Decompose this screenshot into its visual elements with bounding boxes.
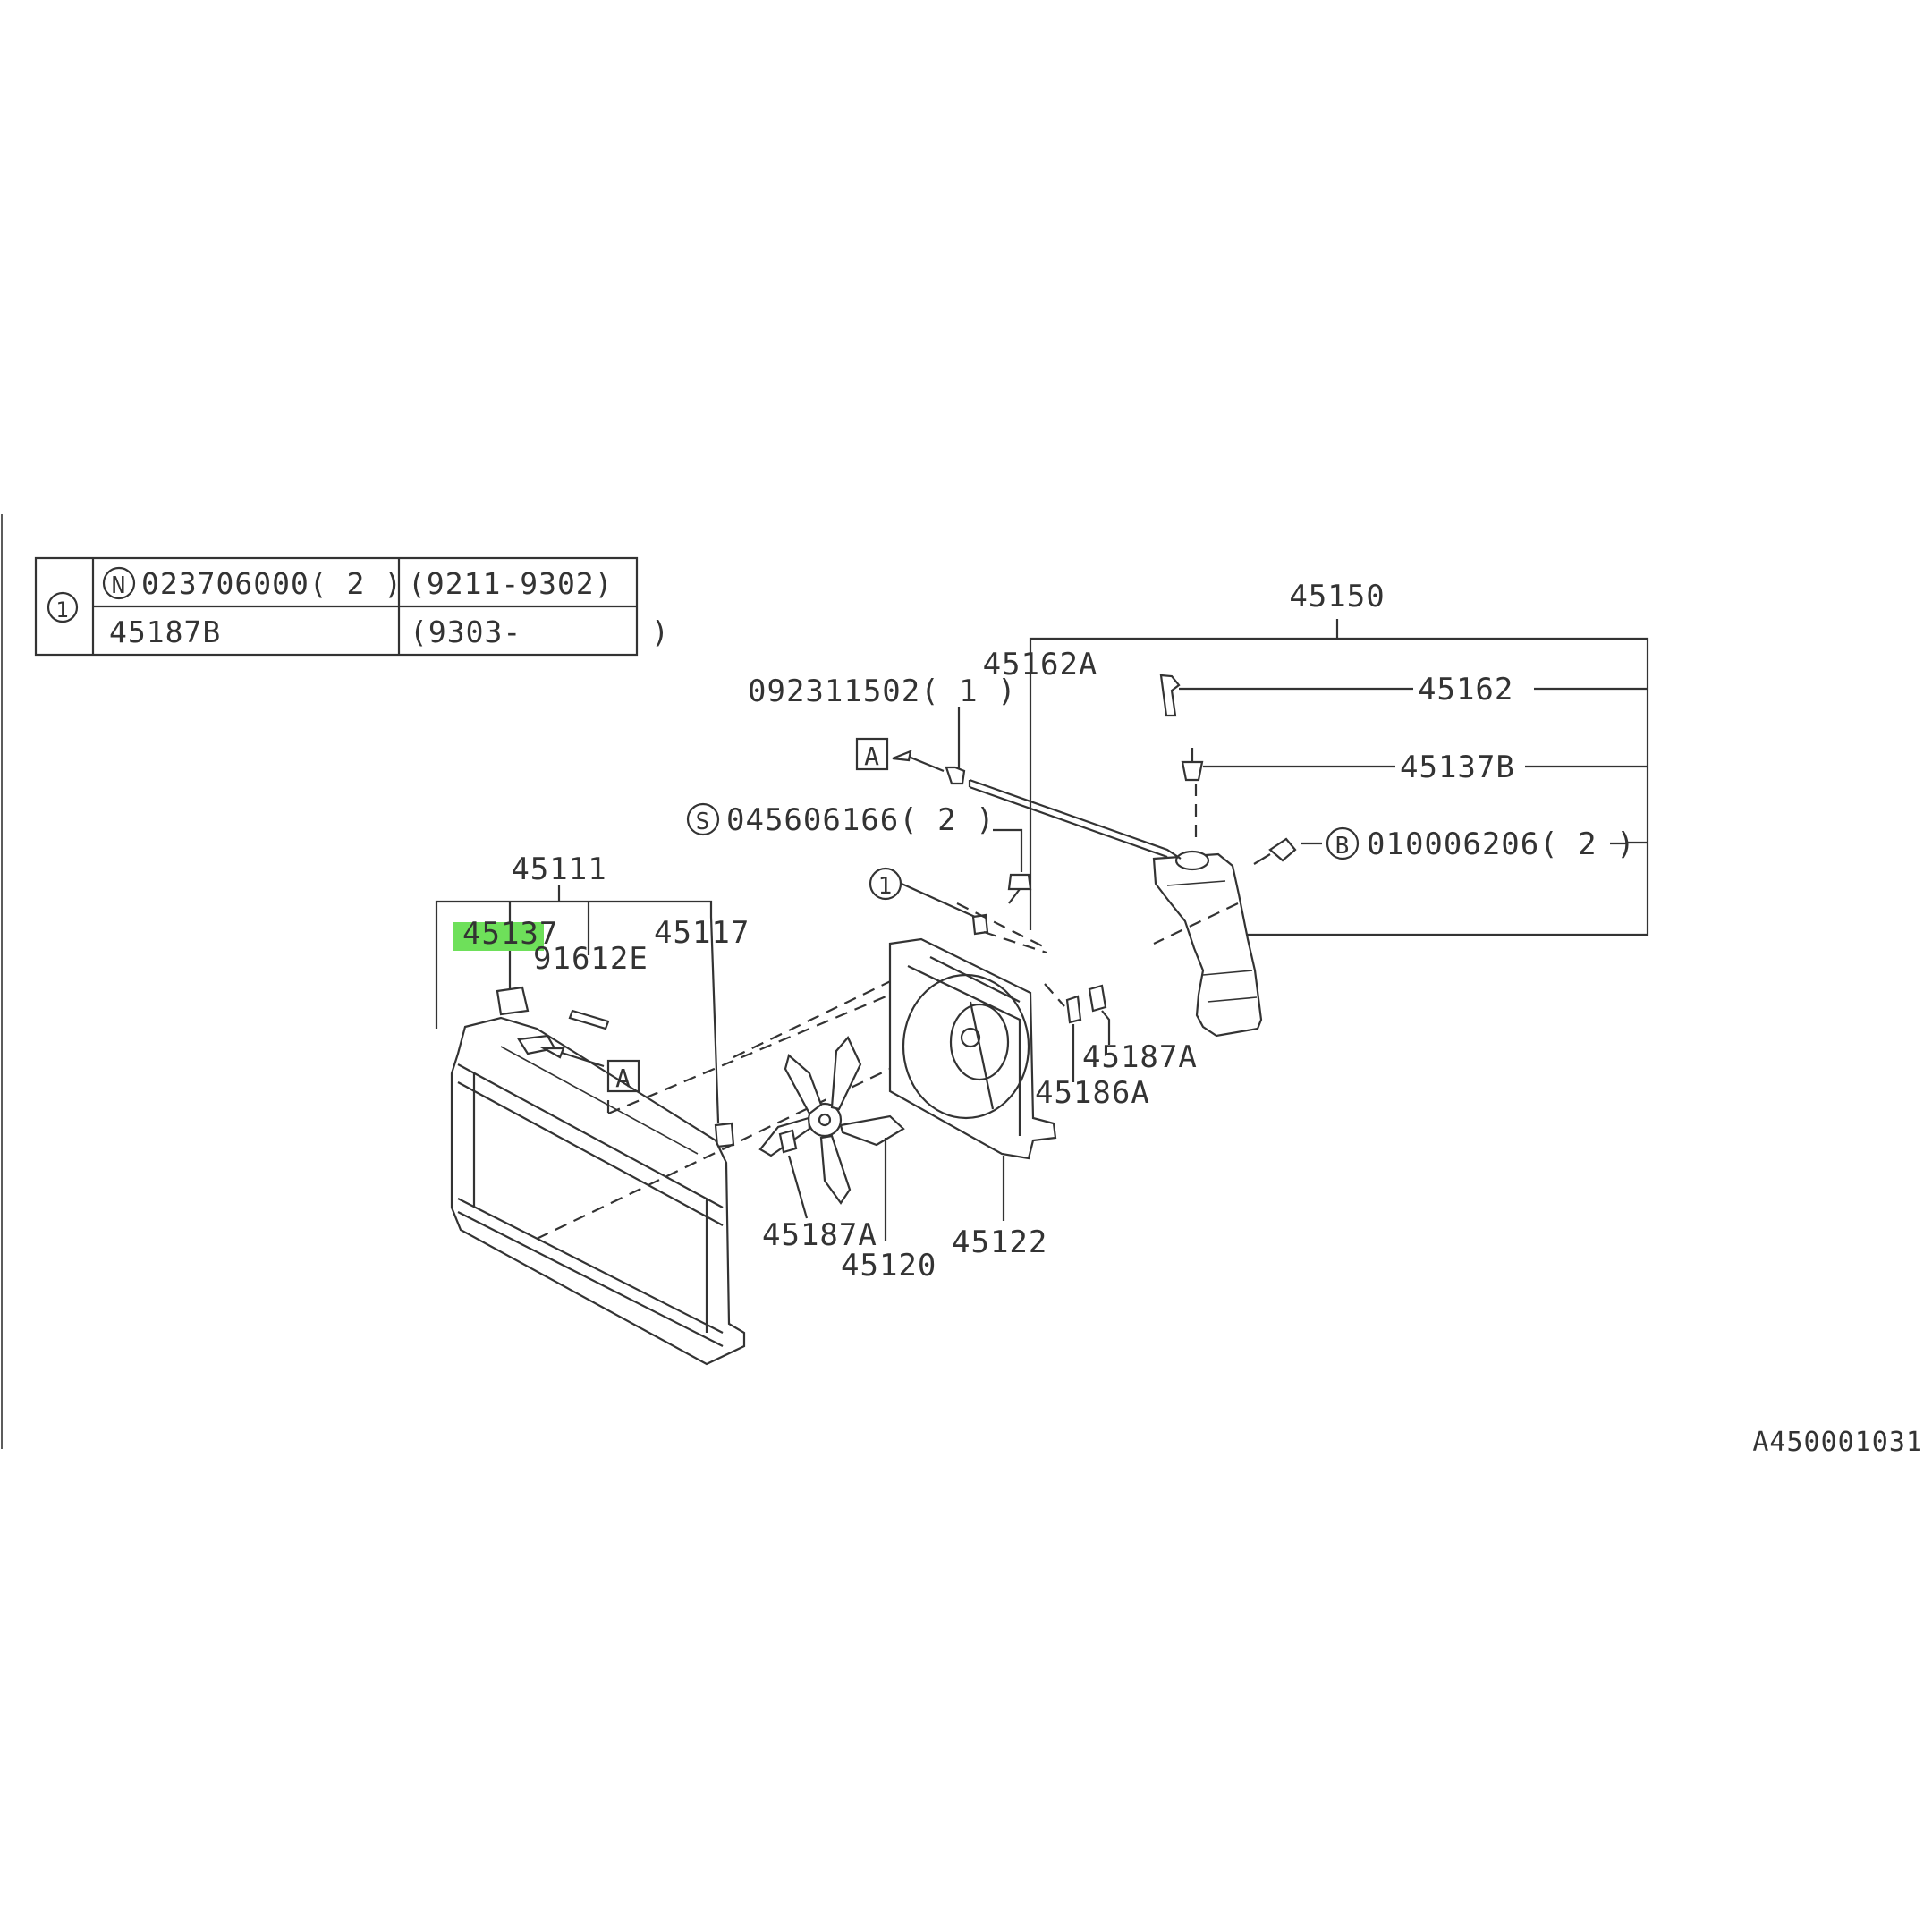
label-plate-91612e — [568, 1009, 610, 1030]
legend-table: 1 N 023706000( 2 ) (9211-9302) 45187B (9… — [34, 556, 670, 657]
badge-s: S — [696, 809, 711, 835]
reservoir-dash — [1153, 902, 1239, 945]
legend-period-row1: (9211-9302) — [408, 566, 614, 601]
legend-part-row2: 45187B — [109, 614, 221, 649]
figure-code: A450001031 — [1752, 1427, 1923, 1458]
bolt-010006206 — [1268, 837, 1297, 862]
nut-45187a-right — [1088, 984, 1107, 1013]
label-45162a: 45162A — [983, 647, 1098, 682]
label-092311502: 092311502( 1 ) — [748, 674, 1017, 709]
legend-ref-symbol: 1 — [55, 597, 69, 623]
arrow-a-top — [892, 750, 912, 762]
label-45120: 45120 — [841, 1248, 936, 1284]
bracket-45150 — [1029, 619, 1649, 936]
cap-45137b — [1181, 760, 1204, 782]
label-045606166: 045606166( 2 ) — [726, 802, 996, 838]
label-45117: 45117 — [654, 915, 750, 951]
ref-box-a-top — [855, 737, 889, 771]
clip-092311502 — [945, 766, 966, 785]
legend-trailing: ) — [651, 614, 670, 649]
badge-b-icon — [1326, 826, 1360, 860]
ref-1-fan: 1 — [878, 873, 894, 900]
ref-a-radiator: A — [615, 1063, 631, 1093]
label-45137b: 45137B — [1400, 750, 1515, 785]
bolt-045606166 — [1007, 873, 1032, 891]
leader-45117 — [709, 916, 720, 1123]
badge-s-icon — [686, 802, 720, 836]
label-45186a: 45186A — [1035, 1075, 1150, 1111]
label-45122: 45122 — [952, 1224, 1047, 1260]
label-45162: 45162 — [1418, 672, 1513, 708]
leader-45187a-left — [787, 1155, 809, 1219]
label-45187a-right: 45187A — [1082, 1039, 1198, 1075]
reservoir-tank — [1152, 850, 1263, 1038]
washer-45186a — [1065, 995, 1082, 1024]
ref-circle-1-fan-icon — [869, 867, 902, 901]
assembly-dash-top — [607, 991, 895, 1115]
nut-45187a-left — [778, 1129, 798, 1154]
label-45111: 45111 — [511, 852, 606, 887]
fan-shroud-45122 — [888, 937, 1057, 1160]
label-91612e: 91612E — [533, 941, 648, 977]
overflow-hose — [969, 778, 1182, 860]
ref-box-a-radiator — [606, 1059, 640, 1093]
radiator-45111 — [450, 1016, 746, 1366]
assembly-dash-mid — [536, 1068, 891, 1240]
hose-45162 — [1159, 674, 1181, 717]
label-010006206: 010006206( 2 ) — [1367, 826, 1636, 862]
leader-45187a-right — [1101, 1010, 1111, 1045]
legend-part-row1: 023706000( 2 ) — [141, 566, 402, 601]
radiator-cap-45137 — [496, 986, 530, 1016]
assembly-dash-upper — [733, 974, 904, 1058]
legend-period-row2: (9303- — [410, 614, 521, 649]
label-45150: 45150 — [1289, 579, 1385, 614]
badge-n-icon — [102, 566, 136, 600]
label-45137: 45137 — [462, 916, 558, 952]
badge-b: B — [1335, 833, 1351, 860]
label-45187a-left: 45187A — [762, 1217, 877, 1253]
ref-circle-1-icon — [47, 591, 79, 623]
legend-badge-n: N — [112, 572, 127, 599]
ref-a-top: A — [864, 741, 880, 771]
drain-plug-45117 — [714, 1122, 735, 1148]
leader-045606166 — [993, 828, 1023, 872]
highlight-45137 — [453, 922, 544, 951]
